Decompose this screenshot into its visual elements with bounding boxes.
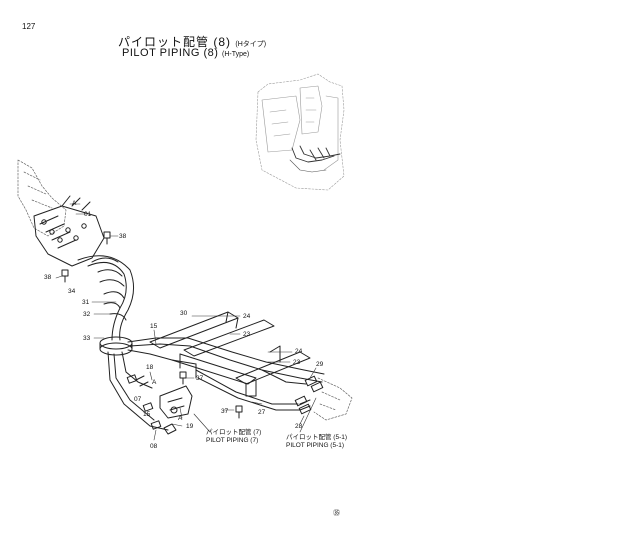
label-01: 01 [84, 211, 92, 218]
label-19: 19 [186, 423, 194, 430]
label-27: 27 [258, 409, 266, 416]
pilot-hoses-right [196, 370, 310, 410]
reference-7-jp: パイロット配管 (7) [206, 429, 262, 436]
label-a-top: A [72, 200, 77, 207]
label-23-a: 23 [243, 331, 251, 338]
title-jp-sub: (Hタイプ) [235, 41, 267, 48]
reference-pilot-piping-5-1: パイロット配管 (5-1) PILOT PIPING (5-1) [286, 434, 347, 450]
label-38-b: 38 [44, 274, 52, 281]
title-en-sub: (H-Type) [222, 51, 250, 58]
reference-5-1-en: PILOT PIPING (5-1) [286, 442, 345, 449]
label-32: 32 [83, 311, 91, 318]
reference-5-1-jp: パイロット配管 (5-1) [286, 434, 348, 441]
title-en-main: PILOT PIPING (8) [122, 47, 219, 59]
label-a-mid: A [152, 379, 157, 386]
label-18: 18 [146, 364, 154, 371]
label-37-a: 37 [196, 375, 204, 382]
reference-pilot-piping-7: パイロット配管 (7) PILOT PIPING (7) [206, 429, 261, 445]
pilot-pipes-main [108, 338, 324, 430]
label-15-b: 15 [143, 411, 151, 418]
label-33: 33 [83, 335, 91, 342]
hose-bundle [78, 256, 134, 340]
grommet-plate [100, 337, 132, 355]
footer-mark: ㉟ [333, 510, 340, 517]
label-29: 29 [316, 361, 324, 368]
title-japanese: パイロット配管 (8) (Hタイプ) [118, 33, 266, 50]
label-15-a: 15 [150, 323, 158, 330]
label-08: 08 [150, 443, 158, 450]
leader-lines [56, 204, 316, 440]
right-valve-context [314, 378, 352, 420]
label-a-low: A [178, 415, 183, 422]
label-28: 28 [295, 423, 303, 430]
lower-bracket [127, 375, 192, 434]
title-jp-main: パイロット配管 (8) [118, 35, 232, 49]
hose-fittings [295, 376, 323, 414]
mounting-frame [150, 312, 310, 396]
label-23-b: 23 [293, 359, 301, 366]
location-inset [256, 74, 344, 190]
label-31: 31 [82, 299, 90, 306]
pilot-valve-block [34, 196, 104, 266]
label-24-b: 24 [295, 348, 303, 355]
label-37-b: 37 [221, 408, 229, 415]
control-valve-context [18, 160, 66, 236]
label-34: 34 [68, 288, 76, 295]
page-number: 127 [22, 22, 36, 31]
label-38-a: 38 [119, 233, 127, 240]
label-24-a: 24 [243, 313, 251, 320]
inset-highlight-piping [292, 146, 340, 162]
reference-7-en: PILOT PIPING (7) [206, 437, 259, 444]
bolts [62, 232, 242, 418]
title-english: PILOT PIPING (8) (H-Type) [122, 47, 249, 59]
label-07: 07 [134, 396, 142, 403]
label-30: 30 [180, 310, 188, 317]
